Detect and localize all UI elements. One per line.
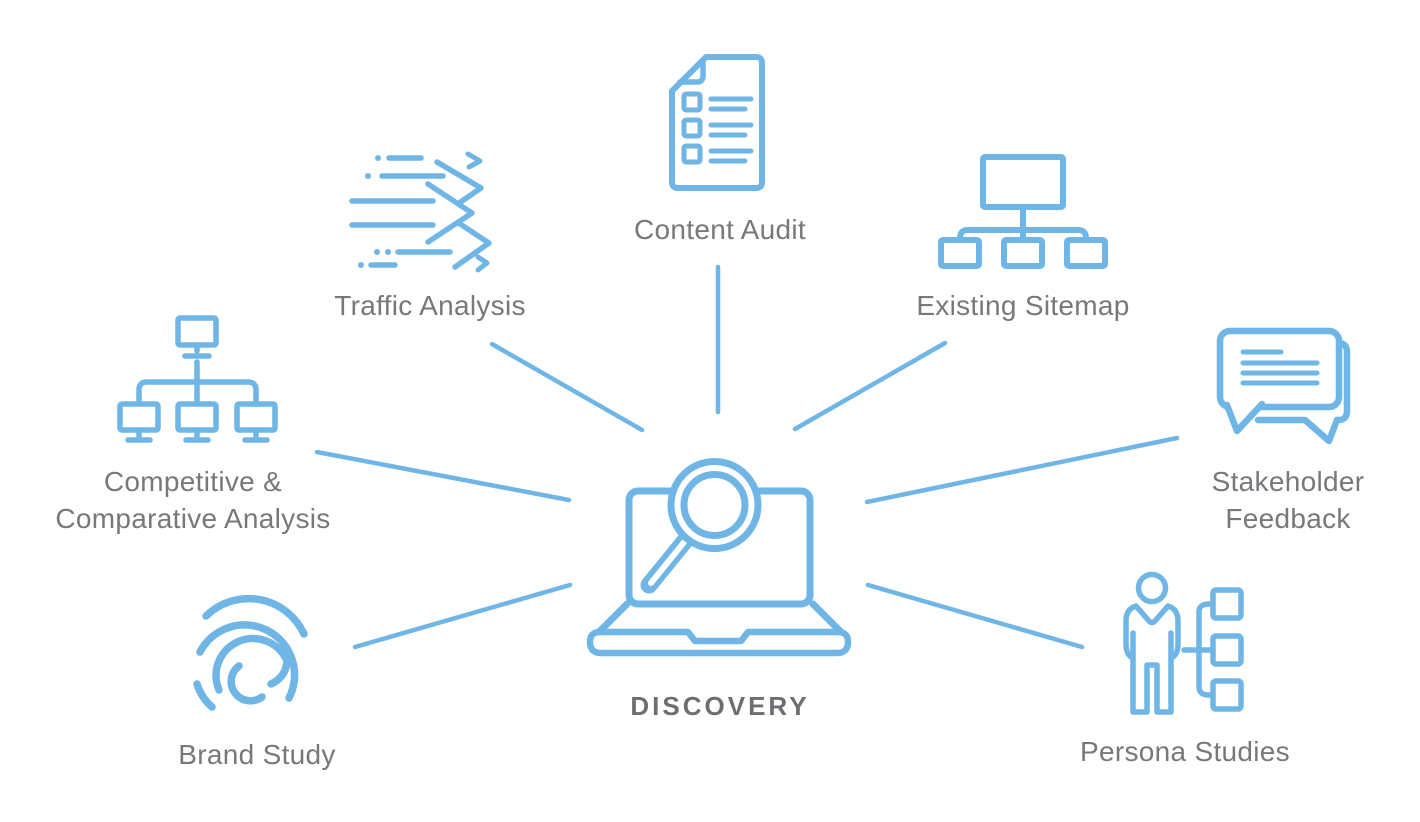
hierarchy-connectors	[136, 359, 259, 407]
monitor-stand	[125, 427, 153, 443]
chevron	[475, 254, 490, 273]
monitors-hierarchy-icon	[117, 315, 278, 443]
label-discovery-title: DISCOVERY	[630, 691, 810, 721]
connector-stakeholder-feedback	[864, 435, 1180, 505]
flowchart-box	[1210, 633, 1244, 667]
arrowhead-mask	[428, 184, 472, 242]
sitemap-connectors	[957, 204, 1089, 243]
monitor-stand	[182, 342, 212, 359]
speed-arrows-icon	[349, 151, 492, 273]
fingerprint-arc	[202, 594, 308, 638]
person-head	[1135, 571, 1169, 605]
sitemap-root-box	[980, 154, 1066, 210]
label-persona-studies: Persona Studies	[1080, 736, 1290, 767]
connector-traffic-analysis	[489, 341, 645, 433]
arrowhead	[445, 213, 492, 270]
connector-persona-studies	[865, 582, 1085, 650]
monitor	[175, 401, 219, 433]
monitor-stand	[242, 427, 270, 443]
fingerprint-arc	[196, 621, 299, 702]
arrowhead	[425, 181, 475, 245]
speed-dot	[375, 155, 381, 161]
checkbox	[681, 91, 703, 113]
person-body	[1123, 603, 1181, 715]
monitor	[234, 401, 278, 433]
checkbox	[681, 143, 703, 165]
chevron	[465, 151, 483, 170]
laptop-magnifier-icon	[586, 458, 852, 657]
connector-existing-sitemap	[792, 340, 948, 432]
sitemap-child-box	[938, 237, 982, 269]
label-stakeholder-feedback: Stakeholder Feedback	[1211, 466, 1365, 535]
magnifier-lens-inner	[680, 471, 749, 539]
sitemap-child-box	[1001, 237, 1045, 269]
document-text-lines	[708, 96, 754, 164]
speed-dot	[365, 173, 371, 179]
label-traffic-analysis: Traffic Analysis	[334, 290, 526, 321]
connector-brand-study	[352, 582, 573, 650]
document-fold	[677, 57, 706, 85]
chat-bubbles-icon	[1216, 327, 1351, 445]
person-arms	[1130, 630, 1174, 661]
monitor	[117, 401, 161, 433]
connector-lines	[314, 264, 1180, 650]
connector-competitive-analysis	[314, 449, 572, 503]
front-bubble	[1216, 327, 1343, 411]
bubble-tail	[1223, 400, 1266, 435]
label-brand-study: Brand Study	[178, 739, 336, 770]
monitor	[175, 315, 219, 348]
label-existing-sitemap: Existing Sitemap	[916, 290, 1130, 321]
label-competitive-comparative-analysis: Competitive & Comparative Analysis	[55, 466, 331, 535]
back-bubble	[1254, 339, 1351, 445]
speed-dot	[358, 262, 364, 268]
monitor-stand	[183, 427, 211, 443]
laptop-hinge-sides	[595, 600, 845, 636]
sitemap-child-box	[1064, 237, 1108, 269]
flowchart-box	[1210, 678, 1244, 712]
label-content-audit: Content Audit	[633, 214, 807, 245]
sitemap-icon	[938, 154, 1108, 269]
flowchart-box	[1210, 587, 1244, 621]
laptop-base	[586, 628, 852, 657]
fingerprint-arc	[227, 662, 266, 705]
fingerprint-icon	[193, 594, 308, 711]
flowchart-bracket	[1181, 601, 1216, 698]
person-flowchart-icon	[1123, 571, 1244, 715]
fingerprint-arc	[193, 680, 216, 711]
fingerprint-arc	[212, 634, 291, 694]
bubble-text-lines	[1240, 349, 1320, 386]
speed-dot	[385, 249, 391, 255]
checkbox	[681, 117, 703, 139]
speed-dot	[374, 249, 380, 255]
document-checklist-icon	[669, 54, 765, 191]
